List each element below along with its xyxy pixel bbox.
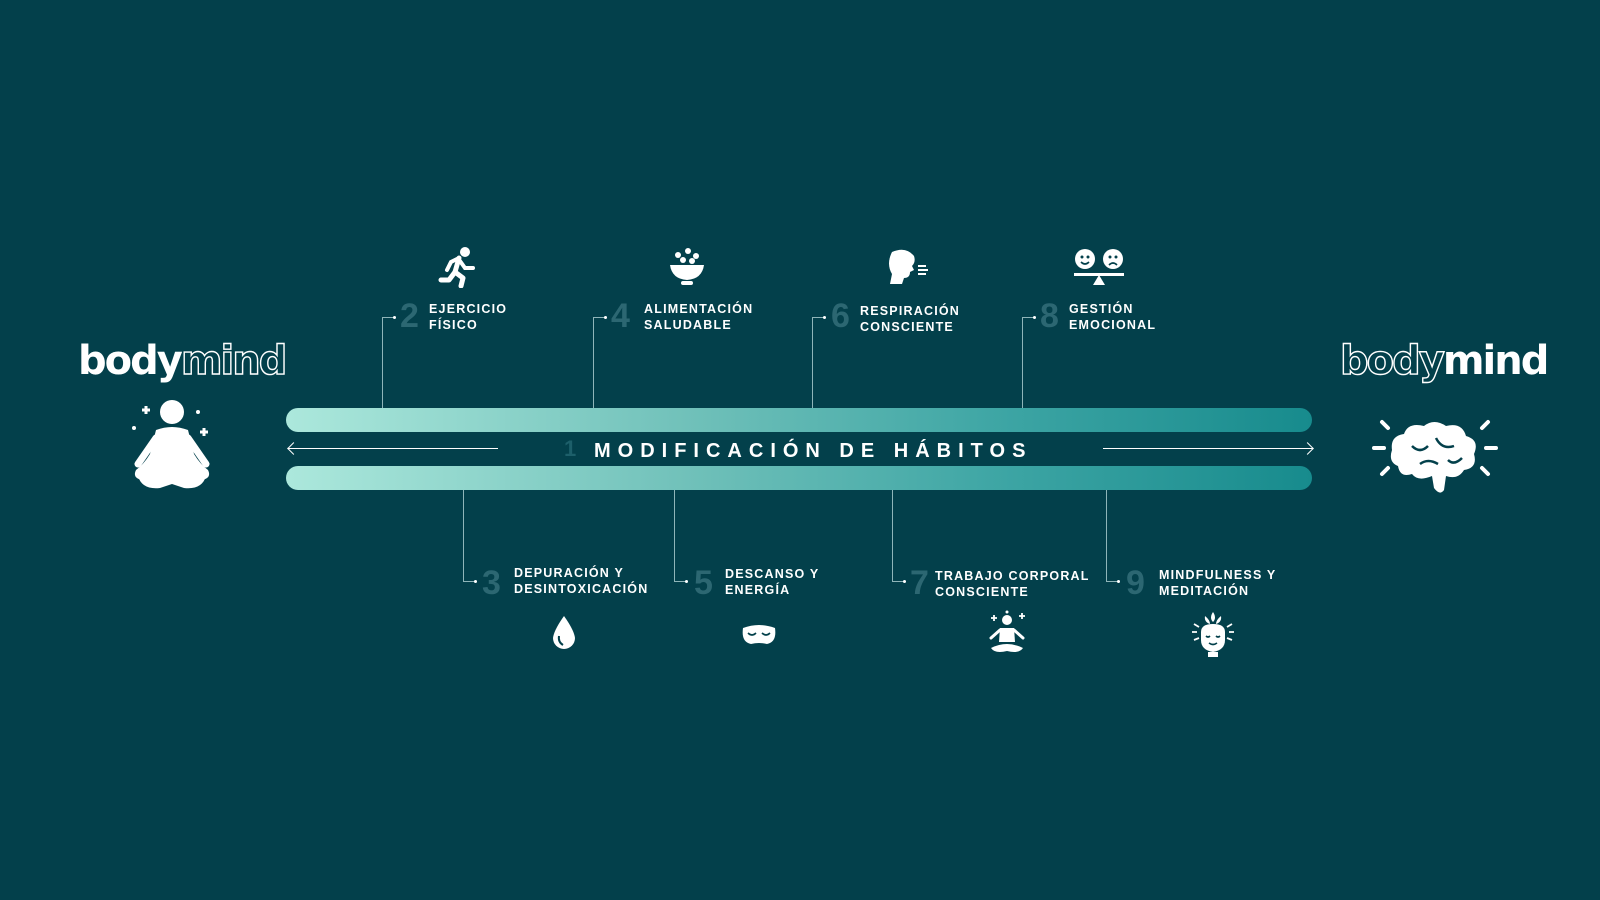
habit-number: 5 — [694, 564, 713, 602]
connector-dot — [1117, 580, 1120, 583]
habit-number: 8 — [1040, 297, 1059, 335]
connector-vertical — [892, 490, 893, 581]
body-work-icon — [989, 610, 1025, 652]
left-arrow-line — [288, 448, 498, 449]
emotion-balance-icon — [1074, 249, 1124, 285]
logo-mind-text: mind — [1442, 338, 1549, 384]
connector-dot — [685, 580, 688, 583]
band-bottom-bar — [286, 466, 1312, 490]
band-title: MODIFICACIÓN DE HÁBITOS — [594, 440, 1033, 462]
connector-dot — [823, 316, 826, 319]
bodymind-logo-left: bodymind — [78, 338, 288, 384]
meditation-figure-icon — [132, 400, 210, 489]
connector-horizontal — [1022, 317, 1034, 318]
band-top-bar — [286, 408, 1312, 432]
habit-number: 6 — [831, 297, 850, 335]
connector-vertical — [463, 490, 464, 581]
connector-vertical — [1106, 490, 1107, 581]
water-drop-icon — [553, 616, 575, 649]
running-icon — [438, 247, 475, 288]
connector-vertical — [674, 490, 675, 581]
habit-number: 3 — [482, 564, 501, 602]
connector-horizontal — [382, 317, 394, 318]
brain-icon — [1372, 420, 1498, 493]
connector-horizontal — [674, 581, 686, 582]
logo-body-text: body — [78, 338, 183, 384]
mindfulness-head-icon — [1192, 612, 1234, 657]
connector-horizontal — [892, 581, 904, 582]
connector-vertical — [812, 317, 813, 408]
connector-vertical — [1022, 317, 1023, 408]
logo-body-text: body — [1339, 338, 1445, 384]
connector-dot — [393, 316, 396, 319]
connector-dot — [474, 580, 477, 583]
connector-vertical — [593, 317, 594, 408]
bodymind-logo-right: bodymind — [1339, 338, 1549, 384]
salad-bowl-icon — [670, 248, 704, 285]
connector-vertical — [382, 317, 383, 408]
connector-horizontal — [1106, 581, 1118, 582]
connector-dot — [903, 580, 906, 583]
breathing-head-icon — [889, 249, 928, 284]
habit-number: 2 — [400, 297, 419, 335]
right-arrow-line — [1103, 448, 1313, 449]
connector-horizontal — [812, 317, 824, 318]
band-number: 1 — [564, 436, 577, 461]
connector-horizontal — [463, 581, 475, 582]
connector-horizontal — [593, 317, 605, 318]
connector-dot — [604, 316, 607, 319]
habit-number: 9 — [1126, 564, 1145, 602]
left-arrow-head — [287, 442, 300, 455]
sleep-mask-icon — [742, 625, 776, 644]
habit-number: 7 — [910, 564, 929, 602]
logo-mind-text: mind — [180, 338, 288, 384]
right-arrow-head — [1301, 442, 1314, 455]
connector-dot — [1033, 316, 1036, 319]
habit-number: 4 — [611, 297, 630, 335]
